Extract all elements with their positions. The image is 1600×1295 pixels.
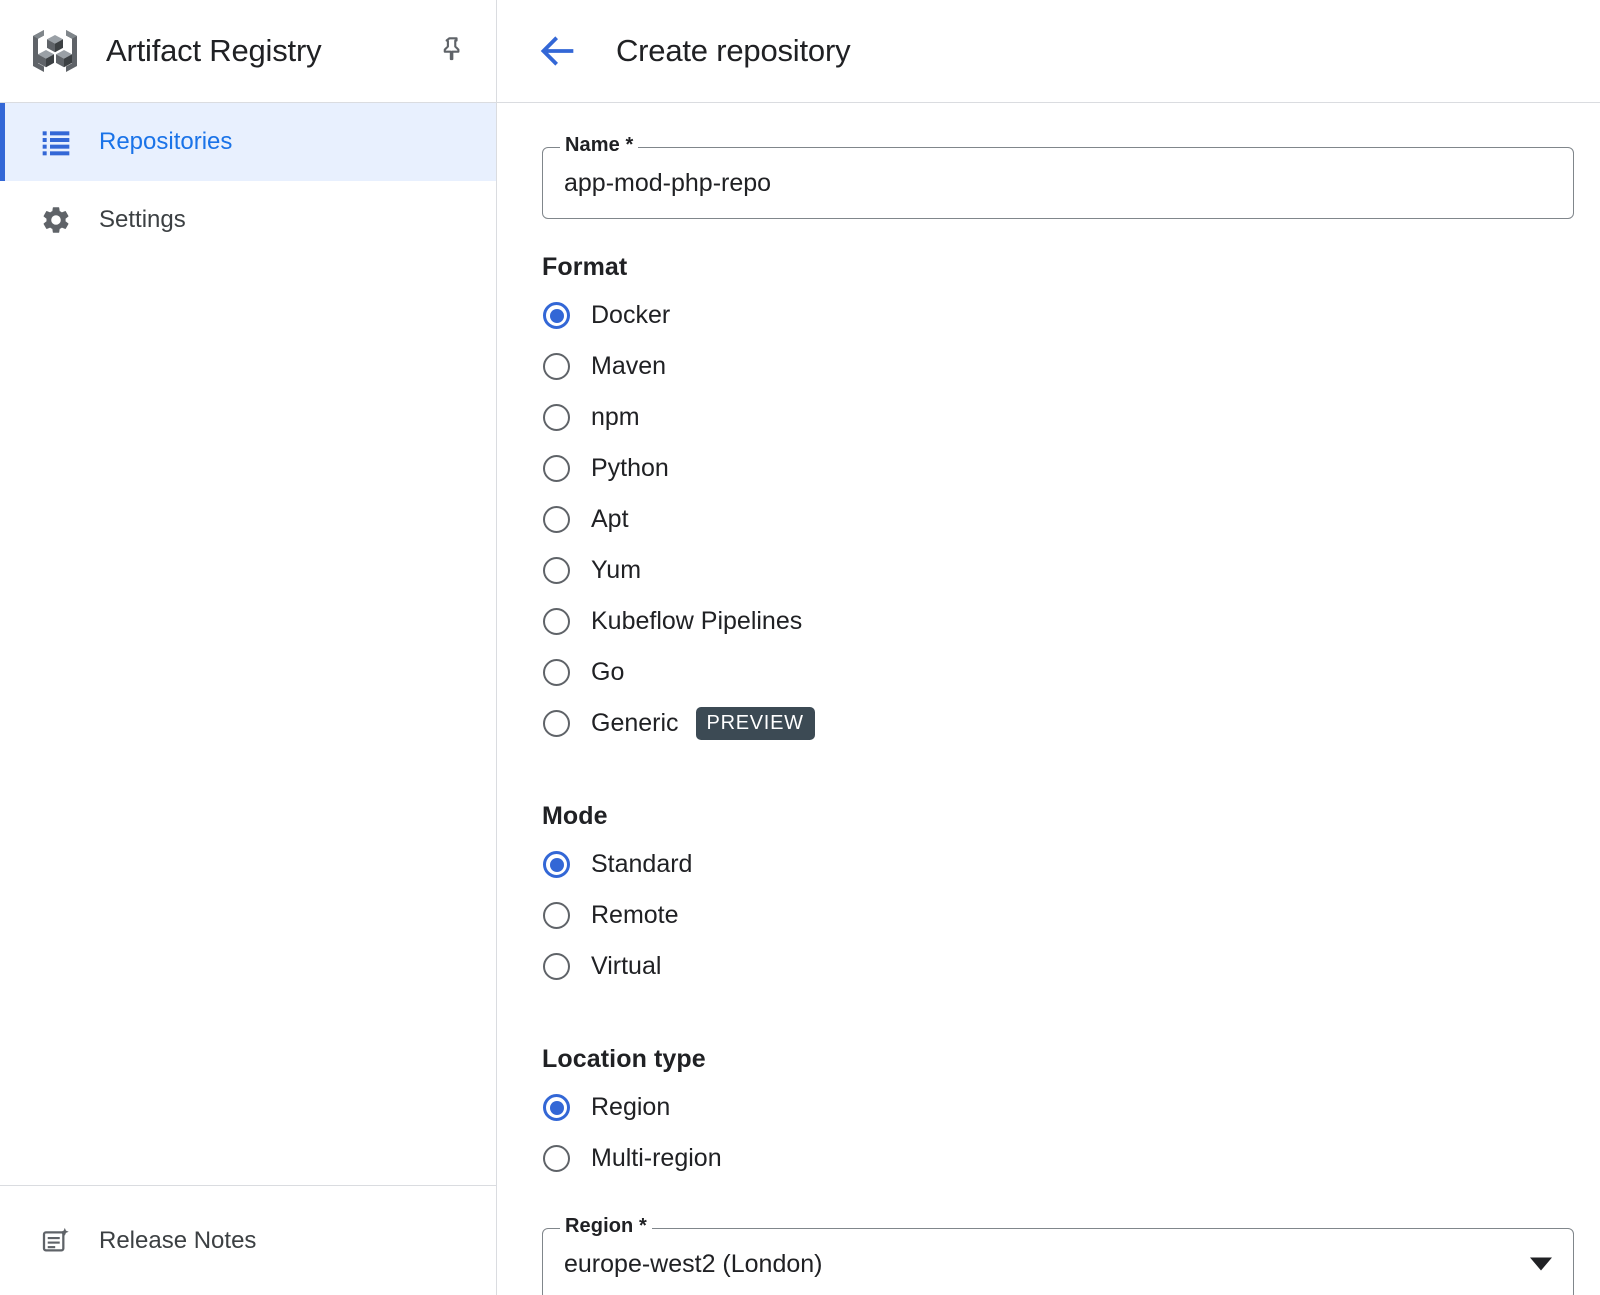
sidebar-item-label-settings: Settings	[99, 206, 186, 233]
mode-label-standard: Standard	[591, 850, 693, 878]
main-header: Create repository	[497, 0, 1600, 103]
format-option-kubeflow-pipelines[interactable]: Kubeflow Pipelines	[542, 596, 1600, 647]
region-field-wrapper: Region * europe-west2 (London)	[542, 1215, 1600, 1295]
format-option-maven[interactable]: Maven	[542, 341, 1600, 392]
radio-icon-npm[interactable]	[543, 404, 570, 431]
radio-icon-docker[interactable]	[543, 302, 570, 329]
mode-group-label: Mode	[542, 802, 608, 830]
radio-icon-remote[interactable]	[543, 902, 570, 929]
sidebar: Artifact Registry	[0, 0, 497, 1295]
pin-icon[interactable]	[432, 30, 474, 72]
mode-label-remote: Remote	[591, 901, 679, 929]
format-label-maven: Maven	[591, 352, 667, 380]
location-type-group-label: Location type	[542, 1045, 706, 1073]
release-notes-button[interactable]: Release Notes	[0, 1185, 496, 1295]
radio-icon-kubeflow-pipelines[interactable]	[543, 608, 570, 635]
sidebar-item-label-repositories: Repositories	[99, 128, 233, 155]
preview-badge: PREVIEW	[695, 707, 815, 740]
format-label-apt: Apt	[591, 505, 629, 533]
mode-option-standard[interactable]: Standard	[542, 839, 1600, 890]
location-type-option-region[interactable]: Region	[542, 1082, 1600, 1133]
mode-option-virtual[interactable]: Virtual	[542, 941, 1600, 992]
format-option-generic[interactable]: Generic PREVIEW	[542, 698, 1600, 749]
radio-icon-standard[interactable]	[543, 851, 570, 878]
region-select-value[interactable]: europe-west2 (London)	[564, 1249, 823, 1278]
format-option-python[interactable]: Python	[542, 443, 1600, 494]
mode-option-remote[interactable]: Remote	[542, 890, 1600, 941]
radio-icon-python[interactable]	[543, 455, 570, 482]
artifact-registry-logo-icon	[26, 22, 84, 80]
format-option-yum[interactable]: Yum	[542, 545, 1600, 596]
format-option-docker[interactable]: Docker	[542, 290, 1600, 341]
radio-icon-yum[interactable]	[543, 557, 570, 584]
format-label-go: Go	[591, 658, 625, 686]
radio-icon-multi-region[interactable]	[543, 1145, 570, 1172]
sidebar-nav: Repositories Settings	[0, 103, 496, 1185]
format-label-kubeflow-pipelines: Kubeflow Pipelines	[591, 607, 803, 635]
name-input[interactable]: app-mod-php-repo	[564, 168, 772, 197]
radio-icon-region[interactable]	[543, 1094, 570, 1121]
format-group: Format Docker Maven npm Python	[542, 253, 1600, 749]
spacer	[542, 992, 1600, 1011]
format-label-yum: Yum	[591, 556, 642, 584]
location-type-group: Location type Region Multi-region	[542, 1045, 1600, 1184]
location-type-label-region: Region	[591, 1093, 671, 1121]
mode-group: Mode Standard Remote Virtual	[542, 802, 1600, 992]
format-option-go[interactable]: Go	[542, 647, 1600, 698]
name-field[interactable]: Name * app-mod-php-repo	[542, 134, 1574, 219]
release-notes-icon	[38, 1223, 74, 1259]
region-field-label: Region *	[560, 1215, 652, 1238]
gear-icon	[38, 202, 74, 238]
name-field-label: Name *	[560, 134, 639, 157]
location-type-option-multi-region[interactable]: Multi-region	[542, 1133, 1600, 1184]
format-label-npm: npm	[591, 403, 640, 431]
radio-icon-go[interactable]	[543, 659, 570, 686]
page-title: Create repository	[616, 33, 851, 68]
arrow-left-icon[interactable]	[533, 26, 583, 76]
list-icon	[38, 124, 74, 160]
radio-icon-maven[interactable]	[543, 353, 570, 380]
radio-icon-apt[interactable]	[543, 506, 570, 533]
main-content: Create repository Name * app-mod-php-rep…	[497, 0, 1600, 1295]
sidebar-item-settings[interactable]: Settings	[0, 181, 496, 259]
spacer	[542, 749, 1600, 768]
location-type-label-multi-region: Multi-region	[591, 1144, 722, 1172]
region-field[interactable]: Region * europe-west2 (London)	[542, 1215, 1574, 1295]
mode-label-virtual: Virtual	[591, 952, 662, 980]
radio-icon-generic[interactable]	[543, 710, 570, 737]
chevron-down-icon[interactable]	[1530, 1257, 1552, 1271]
format-label-docker: Docker	[591, 301, 671, 329]
create-repository-form: Name * app-mod-php-repo Format Docker Ma…	[497, 103, 1600, 1295]
product-title: Artifact Registry	[106, 33, 322, 68]
radio-icon-virtual[interactable]	[543, 953, 570, 980]
format-option-npm[interactable]: npm	[542, 392, 1600, 443]
release-notes-label: Release Notes	[99, 1226, 257, 1254]
sidebar-header: Artifact Registry	[0, 0, 496, 103]
format-group-label: Format	[542, 253, 628, 281]
format-label-generic: Generic	[591, 709, 679, 737]
format-label-python: Python	[591, 454, 669, 482]
sidebar-item-repositories[interactable]: Repositories	[0, 103, 496, 181]
format-option-apt[interactable]: Apt	[542, 494, 1600, 545]
